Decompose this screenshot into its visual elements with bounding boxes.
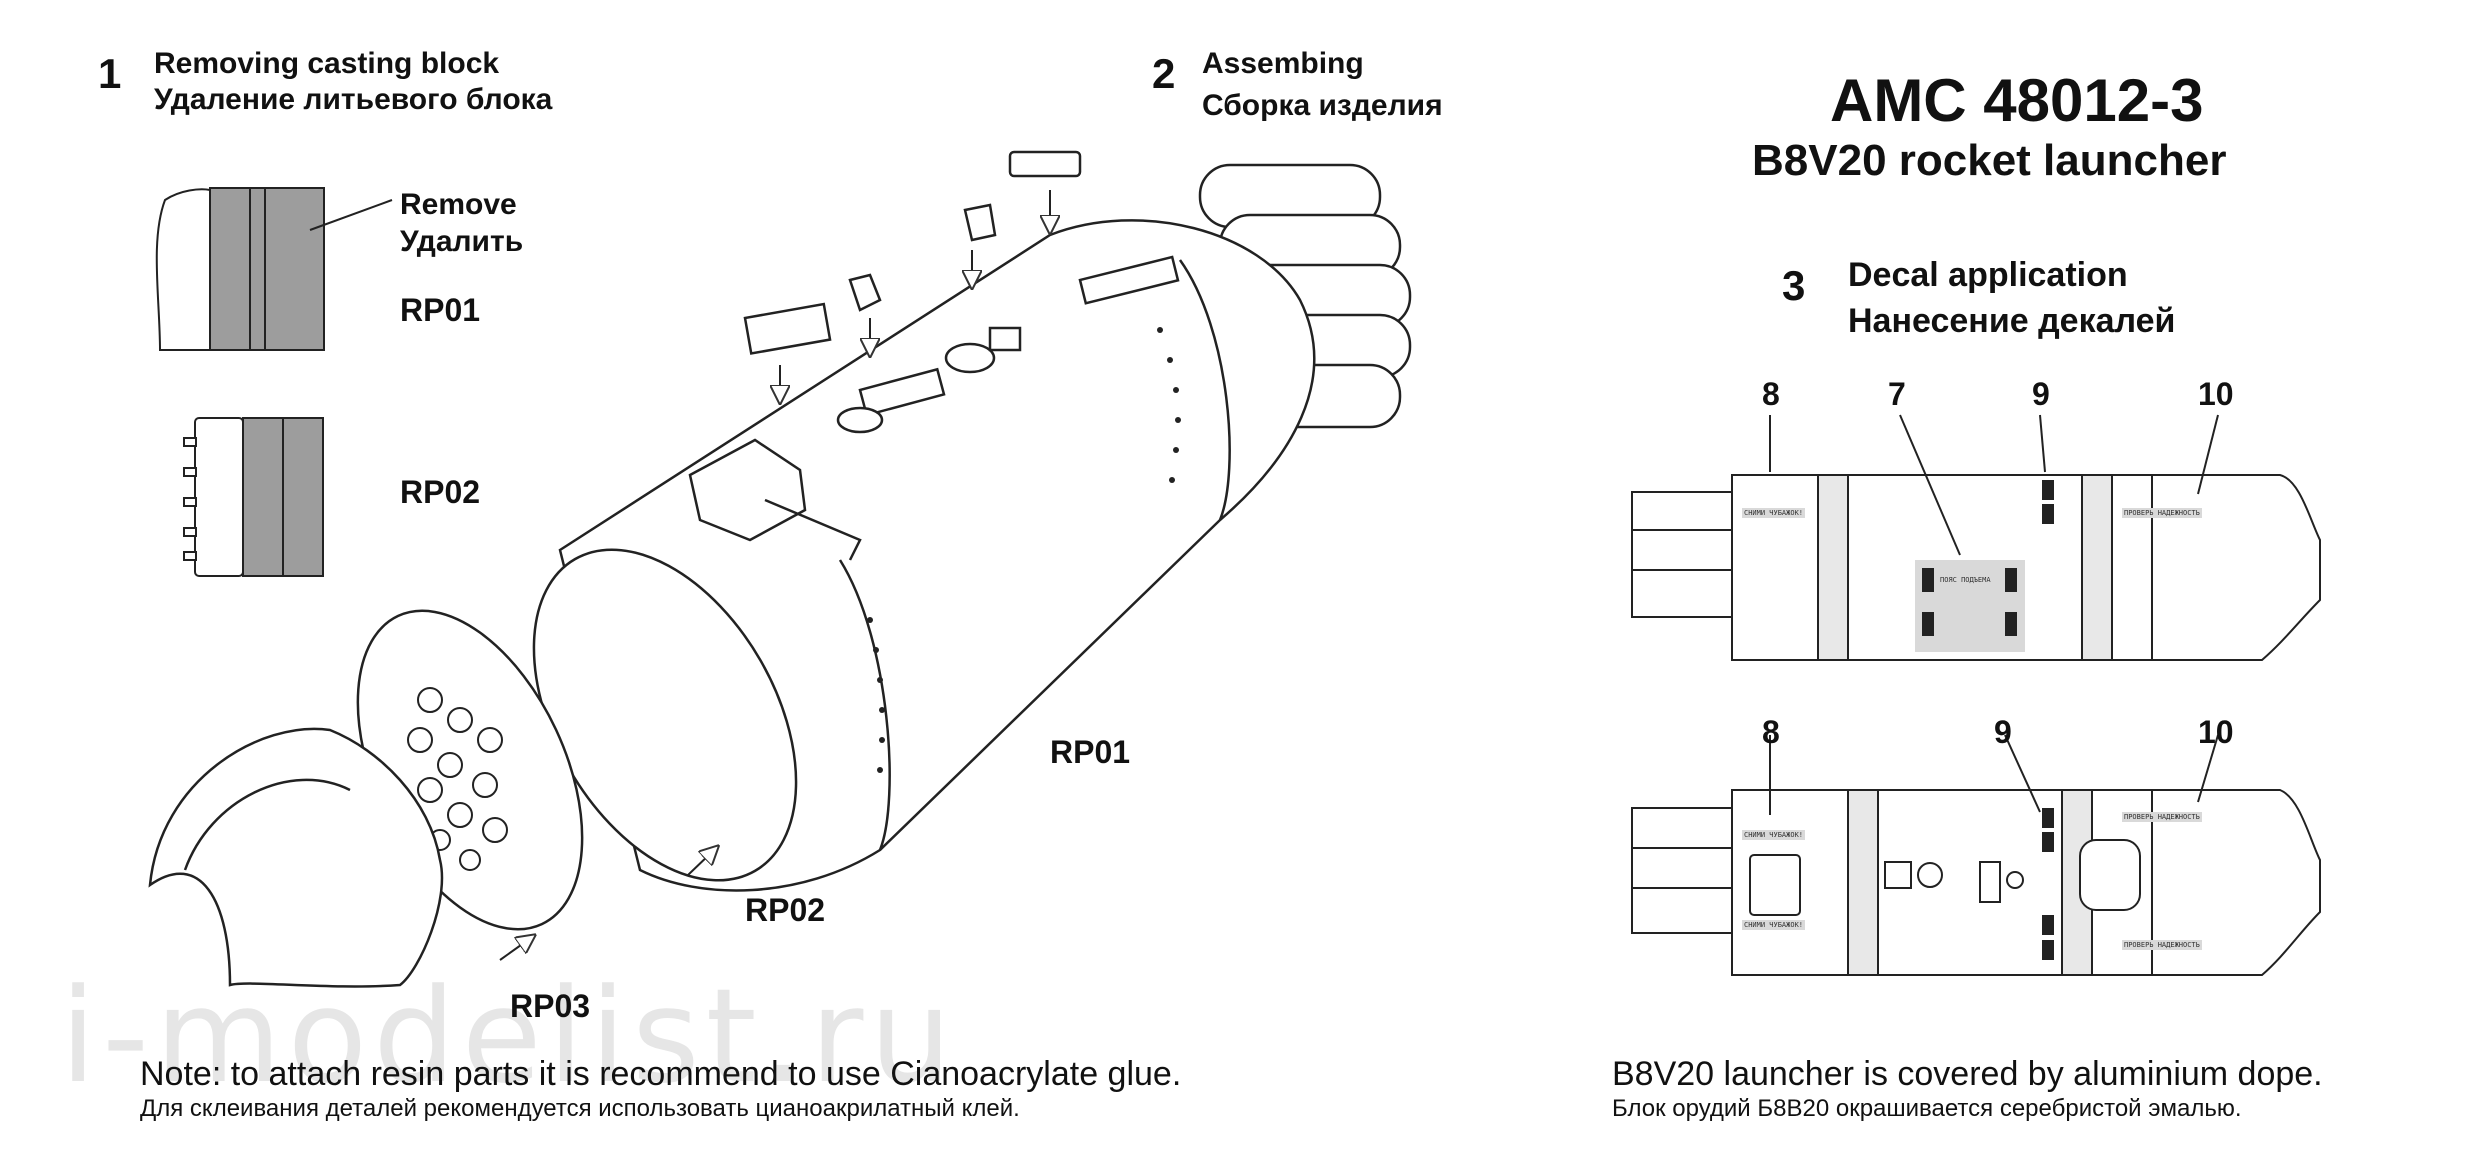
rp02-part-illustration [183,417,324,577]
step3-number: 3 [1782,262,1806,309]
decal-sticker: ПРОВЕРЬ НАДЕЖНОСТЬ [2122,812,2202,822]
assembly-label-rp03: RP03 [510,988,591,1024]
launcher-assembly-illustration [148,150,1412,988]
decal-sticker: СНИМИ ЧУБАЖОК! [1742,508,1806,518]
decal-callout-9-bottom: 9 [1994,714,2012,750]
decal-sticker: ПРОВЕРЬ НАДЕЖНОСТЬ [2122,940,2202,950]
part-label-rp02: RP02 [400,474,481,510]
decal-bottom-view [1631,734,2321,976]
paint-note-en: B8V20 launcher is covered by aluminium d… [1612,1055,2323,1093]
decal-callout-9-top: 9 [2032,376,2050,412]
paint-note-ru: Блок орудий Б8В20 окрашивается серебрист… [1612,1095,2242,1122]
remove-label-en: Remove [400,188,517,221]
part-label-rp01: RP01 [400,292,481,328]
decal-callout-8-top: 8 [1762,376,1780,412]
decal-sticker: СНИМИ ЧУБАЖОК! [1742,830,1806,840]
watermark: i-modelist.ru [60,960,958,1112]
decal-callout-10-top: 10 [2198,376,2234,412]
step1-title-ru: Удаление литьевого блока [154,83,553,116]
product-code: AMC 48012-3 [1830,67,2204,134]
step3-title-ru: Нанесение декалей [1848,302,2176,340]
decal-sticker: СНИМИ ЧУБАЖОК! [1742,920,1806,930]
decal-callout-7-top: 7 [1888,376,1906,412]
decal-sticker: ПРОВЕРЬ НАДЕЖНОСТЬ [2122,508,2202,518]
glue-note-en: Note: to attach resin parts it is recomm… [140,1055,1182,1093]
step2-number: 2 [1152,50,1176,97]
decal-callout-8-bottom: 8 [1762,714,1780,750]
remove-label-ru: Удалить [400,225,524,258]
glue-note-ru: Для склеивания деталей рекомендуется исп… [140,1095,1020,1122]
decal-sticker: ПОЯС ПОДЪЕМА [1938,575,1993,585]
assembly-label-rp01: RP01 [1050,734,1131,770]
step1-number: 1 [98,50,122,97]
decal-top-view [1631,414,2321,661]
product-name: B8V20 rocket launcher [1752,136,2227,185]
step2-title-ru: Сборка изделия [1202,89,1443,122]
rp01-casting-illustration [155,187,393,351]
assembly-label-rp02: RP02 [745,892,826,928]
step2-title-en: Assembing [1202,47,1364,80]
decal-callout-10-bottom: 10 [2198,714,2234,750]
step3-title-en: Decal application [1848,256,2128,294]
step1-title-en: Removing casting block [154,47,500,80]
